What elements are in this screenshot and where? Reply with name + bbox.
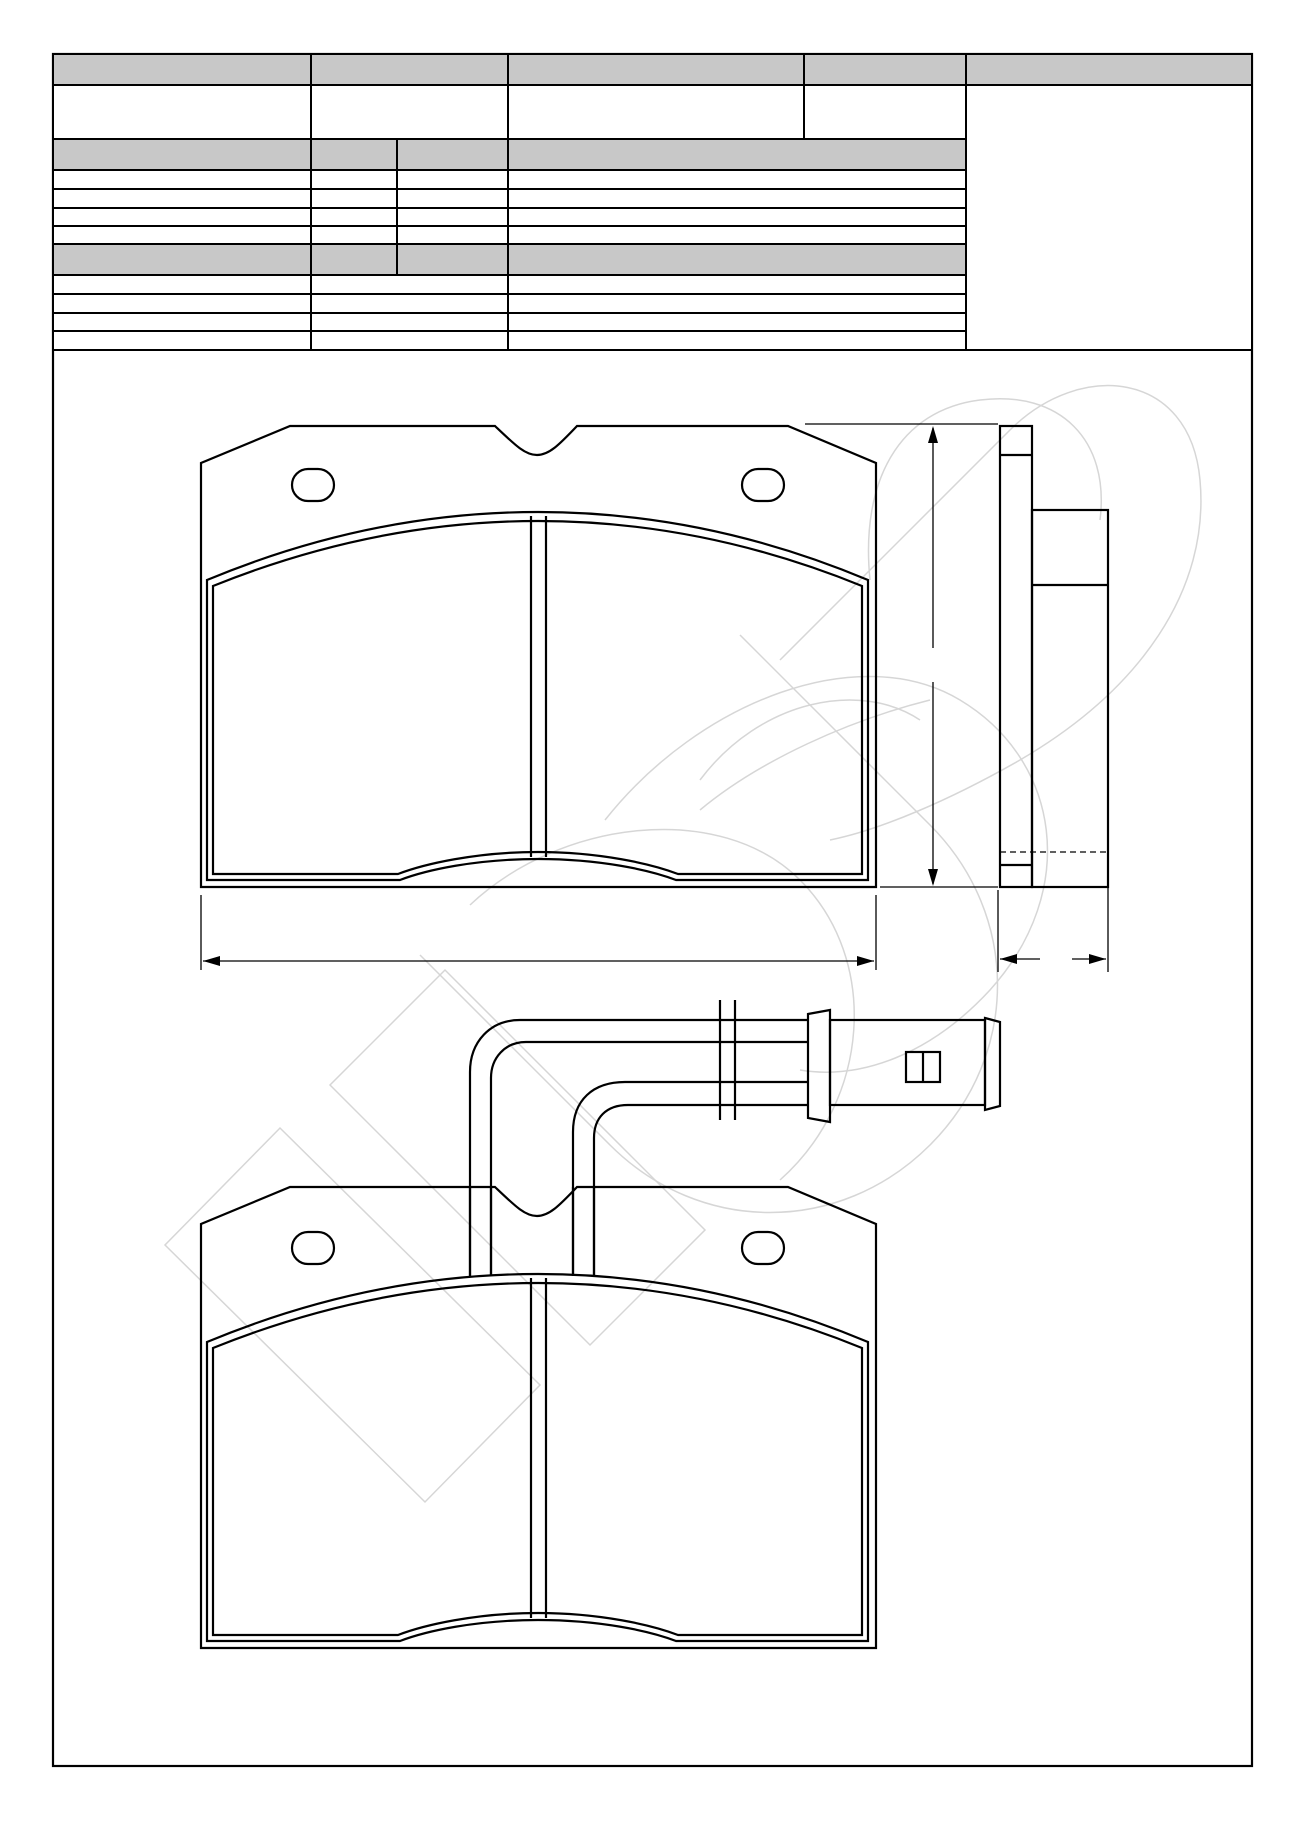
mounting-hole-right (740, 467, 786, 503)
sensor-connector-tip (983, 1016, 1002, 1112)
brake-pad-front-view (199, 424, 878, 889)
lining-inner-line (211, 519, 864, 876)
mounting-hole-left (290, 467, 336, 503)
side-friction-block (1030, 508, 1110, 889)
pad2-backing-plate (199, 1185, 878, 1650)
sensor-connector-collar (806, 1008, 832, 1124)
pad2-friction-lining (205, 1272, 870, 1643)
sensor-cable-inner (489, 1040, 808, 1276)
sensor-cable-2-inner (592, 1103, 808, 1276)
width-dimension (200, 895, 877, 970)
thickness-dimension (997, 880, 1109, 972)
watermark-logo (163, 385, 1202, 1504)
pad-backing-plate (199, 424, 878, 889)
pad2-mounting-hole-right (740, 1230, 786, 1266)
friction-lining (205, 510, 870, 882)
pad2-mounting-hole-left (290, 1230, 336, 1266)
sensor-cable-outer (468, 1018, 808, 1276)
brake-pad-side-view (998, 424, 1110, 889)
side-backing-plate (998, 424, 1034, 889)
wear-sensor (468, 1000, 1002, 1276)
info-table (52, 53, 1253, 351)
height-dimension (805, 423, 998, 888)
sensor-cable-2-outer (571, 1080, 808, 1276)
pad2-lining-inner-line (211, 1281, 864, 1637)
brake-pad-with-sensor-view (199, 1185, 878, 1650)
